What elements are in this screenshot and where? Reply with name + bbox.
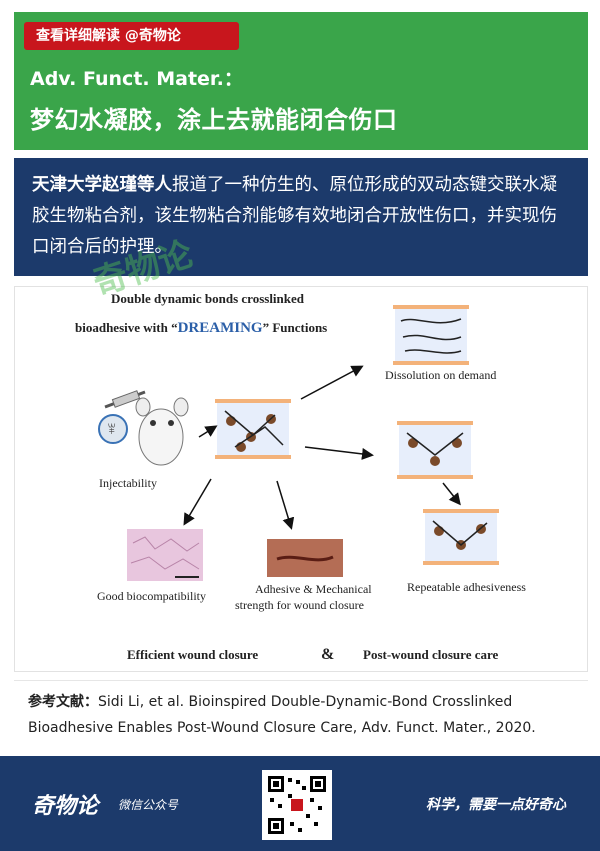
figure-title-pre: bioadhesive with “ (75, 320, 178, 335)
label-adhesive-2: strength for wound closure (235, 598, 364, 612)
repeatable-panel-icon (423, 509, 499, 565)
figure-diagram: Double dynamic bonds crosslinked bioadhe… (75, 291, 526, 663)
figure-title-emphasis: DREAMING (178, 320, 263, 336)
headline: 梦幻水凝胶，涂上去就能闭合伤口 (30, 106, 398, 134)
tissue-image-icon (127, 529, 203, 581)
caption-postwound: Post-wound closure care (363, 647, 499, 662)
references-text: Sidi Li, et al. Bioinspired Double-Dynam… (28, 694, 536, 736)
figure-title-line2: bioadhesive with “DREAMING” Functions (75, 320, 327, 336)
svg-text:ꂸ: ꂸ (107, 423, 116, 437)
arrow-adhesion (304, 446, 374, 460)
arrow-dissolution (300, 365, 364, 400)
adhesion-panel-icon (397, 421, 473, 479)
arrow-biocompat (183, 478, 212, 526)
footer-bar: 奇物论 微信公众号 科学，需要一点好奇心 (0, 756, 600, 851)
arrow-repeatable (442, 482, 461, 506)
summary-body: 报道了一种仿生的、原位形成的双动态键交联水凝胶生物粘合剂，该生物粘合剂能够有效地… (32, 175, 557, 257)
references: 参考文献：Sidi Li, et al. Bioinspired Double-… (14, 680, 588, 746)
label-biocompat: Good biocompatibility (97, 589, 206, 603)
hydrogel-network-icon (215, 399, 291, 459)
figure-title-line1: Double dynamic bonds crosslinked (111, 291, 305, 306)
brand-name: 奇物论 (32, 793, 99, 819)
label-dissolution: Dissolution on demand (385, 368, 496, 382)
arrow-inject (198, 425, 218, 438)
caption-ampersand: & (321, 646, 334, 663)
label-repeatable: Repeatable adhesiveness (407, 580, 526, 594)
label-injectability: Injectability (99, 476, 157, 490)
dissolution-panel-icon (393, 305, 469, 365)
figure-panel: Double dynamic bonds crosslinked bioadhe… (14, 234, 588, 672)
arrow-wound (276, 480, 295, 530)
wound-image-icon (267, 539, 343, 577)
references-label: 参考文献： (28, 694, 98, 710)
label-adhesive-1: Adhesive & Mechanical (255, 582, 372, 596)
summary-highlight: 天津大学赵瑾等人 (32, 175, 172, 195)
summary-box: 天津大学赵瑾等人报道了一种仿生的、原位形成的双动态键交联水凝胶生物粘合剂，该生物… (14, 158, 588, 276)
caption-efficient: Efficient wound closure (127, 647, 258, 662)
journal-name: Adv. Funct. Mater.： (30, 68, 243, 90)
figure-title-post: ” Functions (263, 320, 328, 335)
detail-reading-button[interactable]: 查看详细解读 @奇物论 (24, 22, 239, 50)
slogan: 科学，需要一点好奇心 (426, 797, 566, 813)
syringe-mouse-icon: ꂸ (98, 390, 189, 466)
qr-code-icon[interactable] (262, 770, 332, 840)
header-banner: 查看详细解读 @奇物论 Adv. Funct. Mater.： 梦幻水凝胶，涂上… (14, 12, 588, 150)
brand-subtitle: 微信公众号 (118, 798, 179, 812)
